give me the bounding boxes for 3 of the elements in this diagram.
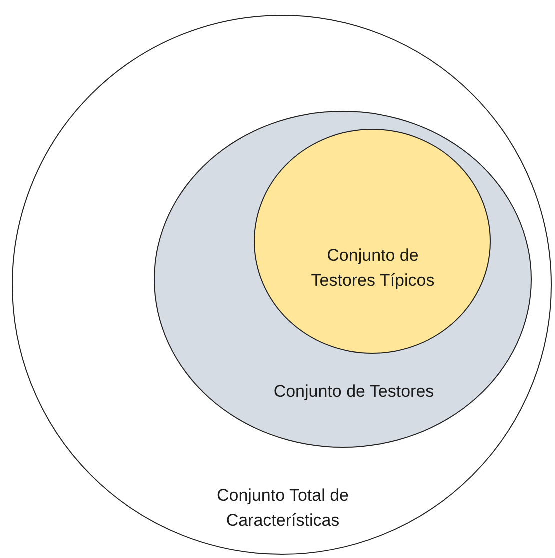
set-label: Conjunto Total de Características [216,485,350,532]
set-label: Conjunto de Testores Típicos [310,245,436,292]
set-label: Conjunto de Testores [272,381,436,403]
